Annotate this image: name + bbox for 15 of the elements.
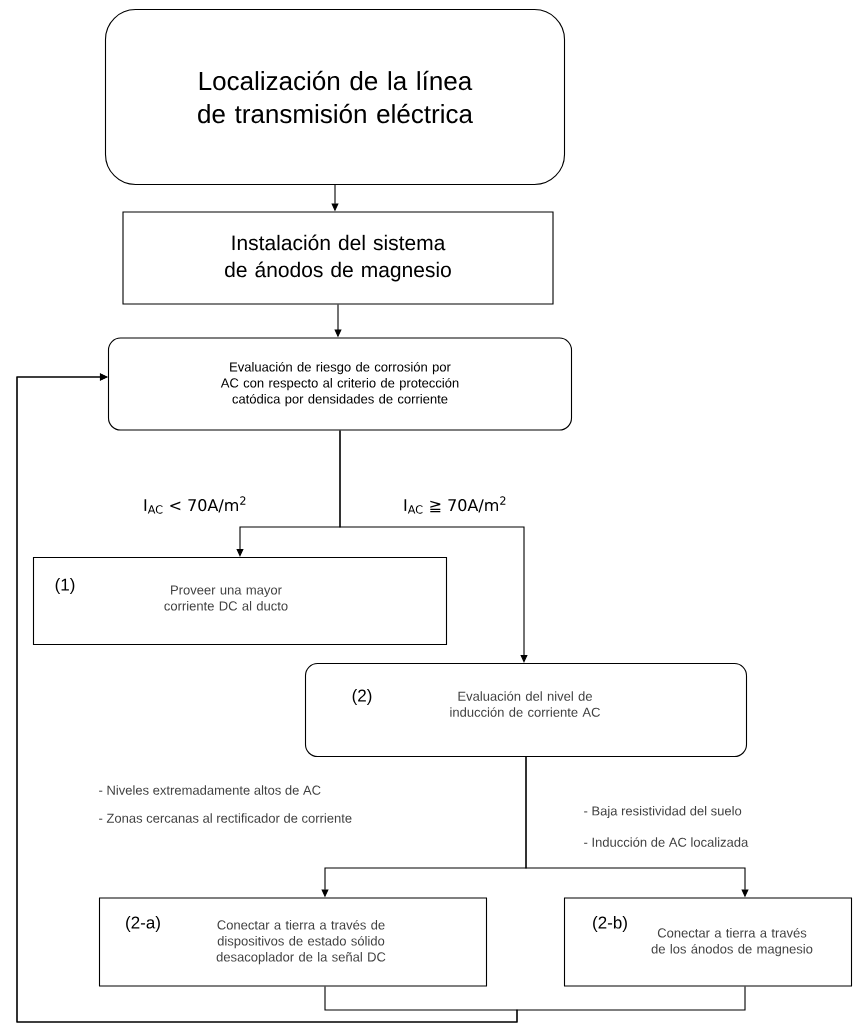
arrow [339, 430, 528, 663]
condition-note: - Inducción de AC localizada [584, 837, 749, 847]
process-box: (2-b) Conectar a tierra a través de los ánodos de magnesio [563, 897, 853, 987]
rounded-process-box: Evaluación de riesgo de corrosión por AC con respecto al criterio de protección catódica por densidades de corriente [107, 337, 573, 431]
condition-note: - Zonas cercanas al rectificador de corriente [99, 813, 352, 823]
edge-label: I$_{AC}$ ≧ 70A/m$^{2}$ [401, 494, 509, 516]
rounded-process-box: (2) Evaluación del nivel de inducción de corriente AC [304, 662, 748, 758]
arrow [16, 373, 746, 1023]
condition-note: - Niveles extremadamente altos de AC [99, 785, 321, 795]
edge-label: I$_{AC}$ < 70A/m$^{2}$ [141, 494, 249, 516]
condition-note: - Baja resistividad del suelo [584, 805, 742, 819]
process-box: Instalación del sistema de ánodos de magnesio [122, 211, 554, 305]
process-box: (1) Proveer una mayor corriente DC al ducto [32, 556, 448, 646]
process-box: (2-a) Conectar a tierra a través de dispositivos de estado sólido desacoplador de la señal DC [98, 897, 488, 987]
rounded-process-box: Localización de la línea de transmisión eléctrica [104, 8, 566, 186]
